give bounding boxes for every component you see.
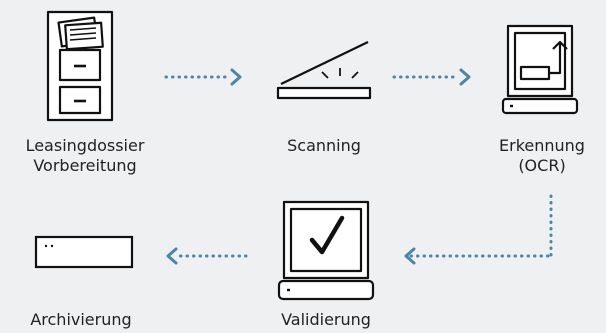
computer-ocr-icon xyxy=(501,24,579,115)
scanner-icon xyxy=(276,41,372,100)
filing-cabinet-icon xyxy=(46,10,114,122)
label-leasing: Leasingdossier Vorbereitung xyxy=(25,136,145,175)
arrow-ocr-to-validation xyxy=(404,194,553,265)
arrow-scanning-to-ocr xyxy=(392,68,471,86)
computer-check-icon xyxy=(277,200,375,301)
label-archive: Archivierung xyxy=(30,310,132,329)
arrow-leasing-to-scanning xyxy=(164,68,242,86)
label-ocr: Erkennung (OCR) xyxy=(499,136,585,175)
label-validation: Validierung xyxy=(281,310,371,329)
archive-box-icon xyxy=(34,235,134,269)
label-scanning: Scanning xyxy=(287,136,361,155)
arrow-validation-to-archive xyxy=(166,247,248,265)
